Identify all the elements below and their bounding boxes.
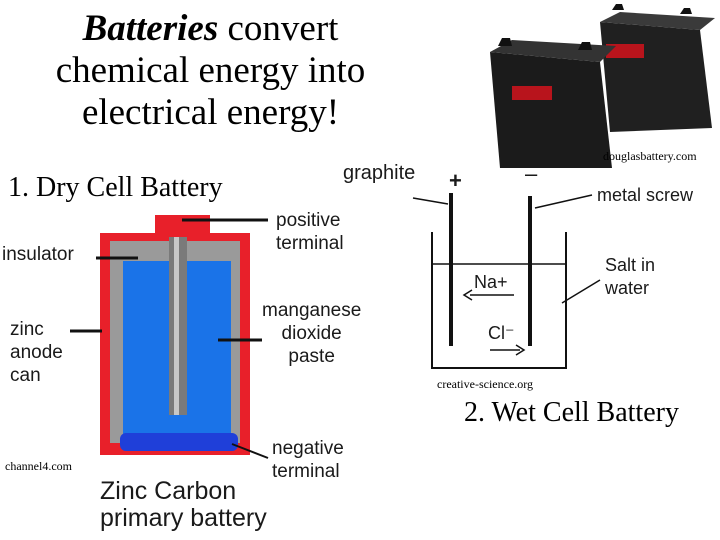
positive-cap [155, 215, 210, 235]
negative-base [120, 433, 238, 451]
photo-credit: douglasbattery.com [603, 149, 697, 163]
dry-cell-credit: channel4.com [5, 459, 72, 473]
wet-cell-diagram [412, 193, 601, 369]
wet-cell-credit: creative-science.org [437, 377, 534, 391]
wet-cell-heading: 2. Wet Cell Battery [464, 397, 679, 428]
title-rest-line1: convert [218, 8, 339, 49]
label-insulator: insulator [2, 244, 74, 265]
dry-cell-heading: 1. Dry Cell Battery [8, 172, 223, 203]
label-metal-screw: metal screw [597, 185, 694, 205]
label-sodium-ion: Na+ [474, 272, 508, 292]
title-line3: electrical energy! [81, 92, 340, 133]
title-line2: chemical energy into [55, 50, 366, 91]
label-plus: + [449, 168, 462, 193]
label-chloride-ion: Cl⁻ [488, 323, 515, 343]
dry-cell-diagram [70, 215, 269, 459]
label-minus: – [525, 161, 538, 186]
label-graphite: graphite [343, 162, 416, 184]
title-bold-word: Batteries [82, 8, 219, 49]
page-title: Batteries convert chemical energy into e… [28, 8, 393, 134]
battery-photo [490, 4, 715, 168]
